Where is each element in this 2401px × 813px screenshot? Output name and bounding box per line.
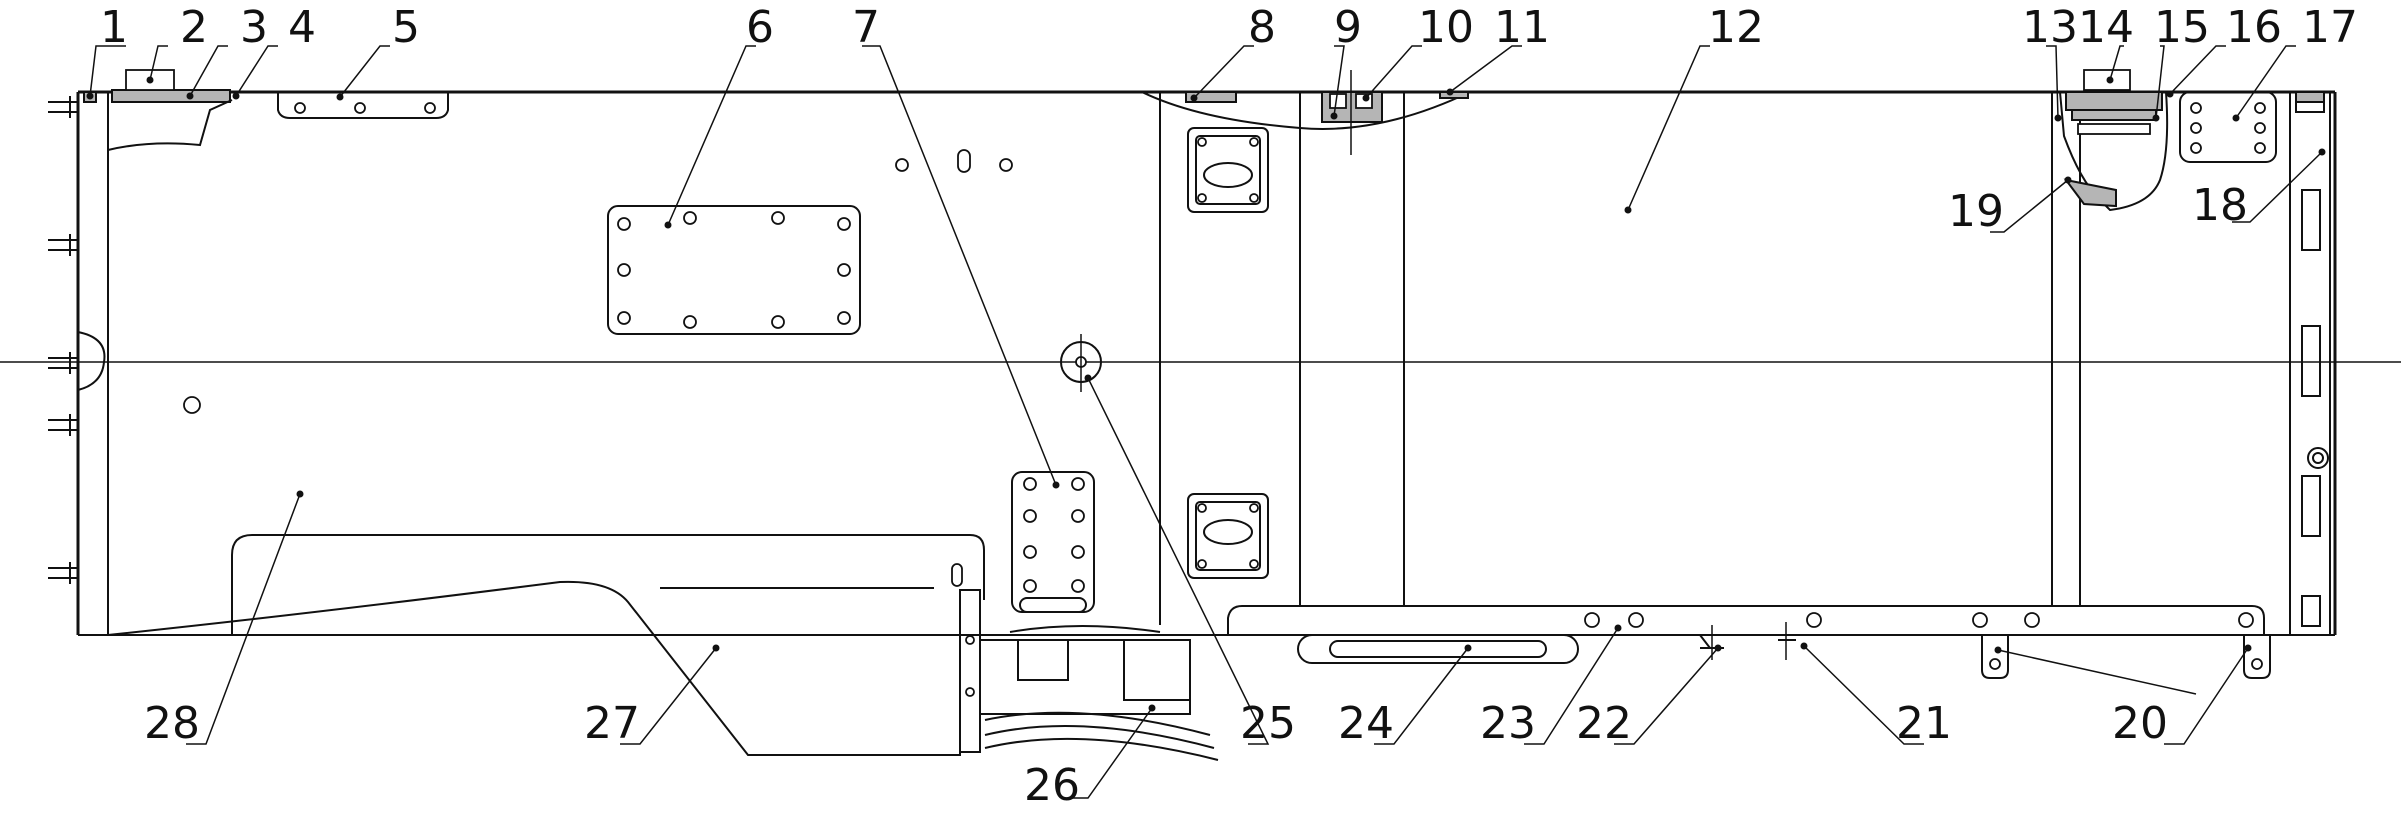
top-holes	[895, 149, 1013, 173]
callout-2: 2	[180, 2, 208, 53]
callout-13: 13	[2022, 2, 2078, 53]
main-housing	[0, 90, 2401, 636]
bottom-rail	[1227, 605, 2335, 679]
callout-21: 21	[1896, 698, 1952, 749]
callout-9: 9	[1334, 2, 1362, 53]
leader-dots	[86, 76, 2326, 712]
callout-14: 14	[2078, 2, 2134, 53]
callout-18: 18	[2192, 180, 2248, 231]
callout-1: 1	[100, 2, 128, 53]
callout-28: 28	[144, 698, 200, 749]
screw	[183, 396, 201, 414]
top-bracket	[277, 92, 449, 119]
callout-15: 15	[2154, 2, 2210, 53]
central-frame	[1141, 70, 1471, 625]
callout-19: 19	[1948, 186, 2004, 237]
callout-24: 24	[1338, 698, 1394, 749]
callout-27: 27	[584, 698, 640, 749]
top-left-cutaway	[83, 69, 233, 151]
callout-7: 7	[852, 2, 880, 53]
callout-20: 20	[2112, 698, 2168, 749]
callout-10: 10	[1418, 2, 1474, 53]
callout-26: 26	[1024, 760, 1080, 811]
pivot-point	[1060, 334, 1102, 392]
callout-16: 16	[2226, 2, 2282, 53]
callout-11: 11	[1494, 2, 1550, 53]
callout-17: 17	[2302, 2, 2358, 53]
callout-4: 4	[288, 2, 316, 53]
callout-12: 12	[1708, 2, 1764, 53]
side-plate	[1011, 471, 1095, 613]
leader-lines	[89, 45, 2323, 799]
left-flange-bolts	[48, 96, 106, 584]
callout-25: 25	[1240, 698, 1296, 749]
callout-3: 3	[240, 2, 268, 53]
callout-23: 23	[1480, 698, 1536, 749]
right-section	[2051, 69, 2331, 635]
callout-8: 8	[1248, 2, 1276, 53]
callout-numbers: 1 2 3 4 5 6 7 8 9 10 11 12 13 14 15 16 1…	[100, 2, 2358, 811]
callout-22: 22	[1576, 698, 1632, 749]
callout-6: 6	[746, 2, 774, 53]
callout-5: 5	[392, 2, 420, 53]
cover-plate	[607, 205, 861, 335]
lower-housing	[107, 534, 1219, 761]
